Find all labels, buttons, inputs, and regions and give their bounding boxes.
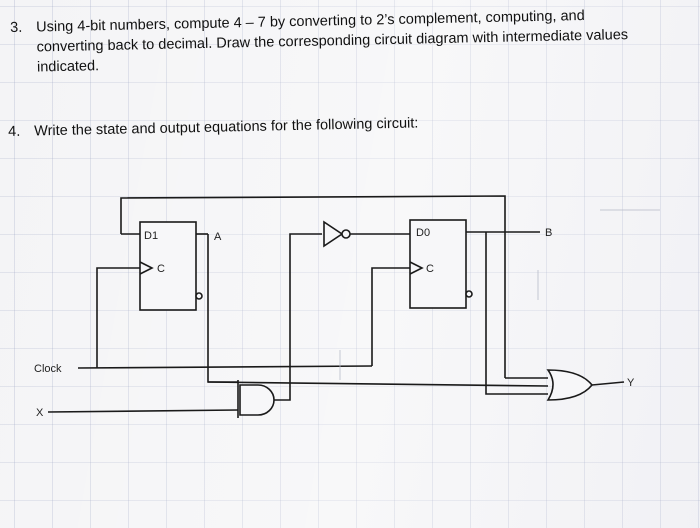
ff0-clock-label: C — [426, 263, 434, 275]
a-line-to-output-gate — [207, 381, 549, 387]
clock-to-ff1-wire — [96, 267, 140, 368]
inverter-bubble — [341, 229, 351, 239]
clock-label: Clock — [34, 363, 62, 375]
and-gate-1-output-wire — [274, 233, 322, 401]
ff0-inverted-output-bubble — [465, 290, 473, 298]
x-input-wire — [47, 409, 239, 413]
clock-main-wire — [77, 365, 373, 369]
output-gate — [546, 369, 594, 401]
and-gate-1 — [239, 384, 275, 416]
ff0-d-label: D0 — [416, 227, 430, 239]
ff0-clock-triangle — [409, 261, 424, 275]
ff1-d-label: D1 — [144, 230, 158, 242]
ff1-clock-triangle — [139, 261, 154, 275]
clock-to-ff0-wire — [371, 267, 410, 366]
inverter-gate — [323, 220, 344, 248]
ff1-output-label: A — [214, 231, 222, 243]
ff0-output-label: B — [545, 227, 552, 239]
x-input-label: X — [36, 407, 44, 419]
ff1-clock-label: C — [157, 263, 165, 275]
flip-flop-d0 — [409, 219, 467, 309]
a-line-to-gate — [207, 234, 238, 383]
feedback-wire-top — [120, 195, 506, 378]
b-line-to-gate — [485, 232, 548, 395]
output-y-wire — [591, 381, 625, 386]
ff1-inverted-output-bubble — [195, 292, 203, 300]
y-output-label: Y — [627, 377, 635, 389]
